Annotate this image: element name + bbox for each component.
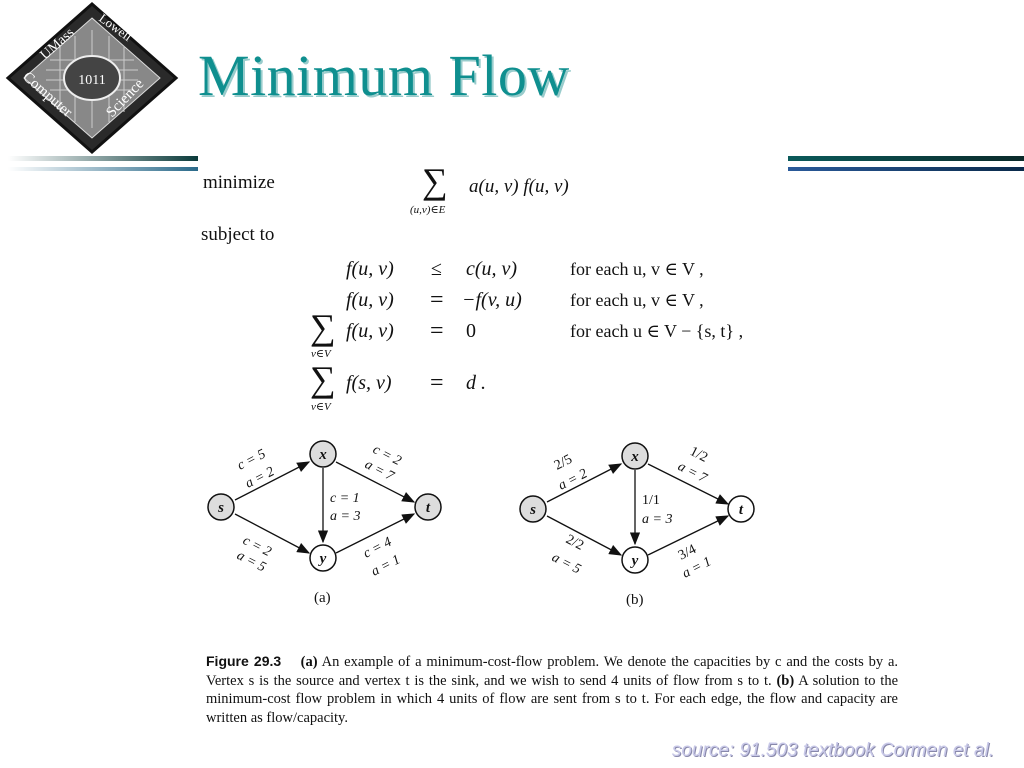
constraint-4-rhs: d . [466, 372, 486, 394]
caption-text-a: An example of a minimum-cost-flow proble… [206, 654, 899, 689]
constraint-1-rhs: c(u, v) [466, 258, 518, 280]
edge-b-x-t-c: 1/2 [687, 444, 710, 465]
node-a-y-label: y [318, 551, 327, 567]
constraint-2-rhs: −f(v, u) [462, 289, 522, 311]
node-a-x-label: x [318, 447, 327, 463]
edge-a-x-y-a: a = 3 [330, 509, 360, 524]
constraint-2-relation: = [430, 287, 444, 313]
graph-a: s x y t c = 5 a = 2 c = 2 a = 7 c = 1 a … [207, 440, 442, 606]
node-a-s-label: s [217, 500, 224, 516]
node-b-t [727, 495, 755, 523]
edge-b-s-x [546, 463, 623, 503]
source-note: source: 91.503 textbook Cormen et al. [671, 740, 994, 761]
caption-text-b: A solution to the minimum-cost flow prob… [206, 672, 899, 726]
figure-caption: Figure 29.3 (a) An example of a minimum-… [206, 652, 898, 727]
constraint-3-rhs: 0 [466, 320, 476, 342]
edge-b-x-y-c: 1/1 [642, 493, 660, 508]
edge-b-s-y-a: a = 5 [549, 550, 583, 577]
constraint-3-sum-subscript: v∈V [311, 348, 331, 360]
node-a-s [207, 493, 235, 521]
constraint-3-condition: for each u ∈ V − {s, t} , [570, 321, 744, 341]
node-b-t-label: t [739, 502, 744, 518]
constraint-4-relation: = [430, 370, 444, 396]
minimize-label: minimize [203, 172, 275, 193]
edge-b-s-x-c: 2/5 [552, 452, 575, 473]
edge-b-x-t [647, 463, 730, 505]
node-a-t-label: t [426, 500, 431, 516]
header-rule-right [788, 156, 1024, 171]
node-b-x [621, 442, 649, 470]
constraint-2-lhs: f(u, v) [346, 289, 394, 311]
graph-b-label: (b) [626, 592, 644, 608]
edge-a-x-t [335, 461, 416, 503]
constraint-3-relation: = [430, 318, 444, 344]
umass-lowell-logo: 1011 UMass Lowell Computer Science [5, 2, 179, 154]
node-b-x-label: x [630, 449, 639, 465]
constraint-4-lhs: f(s, v) [346, 372, 392, 394]
graph-a-label: (a) [314, 590, 331, 606]
objective-expression: a(u, v) f(u, v) [469, 176, 569, 197]
edge-a-s-x [234, 461, 311, 501]
constraint-1-condition: for each u, v ∈ V , [570, 259, 704, 279]
caption-b-label: (b) [776, 672, 795, 689]
objective-sum-subscript: (u,v)∈E [410, 204, 446, 216]
header-rule-left [8, 156, 198, 171]
edge-b-y-t [647, 515, 730, 556]
constraint-3-lhs: f(u, v) [346, 320, 394, 342]
edge-a-s-y [234, 513, 311, 554]
objective-sum-symbol: ∑ [422, 161, 448, 201]
graph-b: s x y t 2/5 a = 2 1/2 a = 7 1/1 a = 3 2/… [519, 442, 755, 608]
subject-to-label: subject to [201, 224, 275, 245]
constraint-3-sum-symbol: ∑ [310, 307, 336, 347]
node-a-y [309, 544, 337, 572]
edge-b-x-y-a: a = 3 [642, 512, 672, 527]
edge-b-y-t-c: 3/4 [676, 542, 699, 563]
edge-a-y-t [335, 513, 416, 554]
node-b-y-label: y [630, 553, 639, 569]
node-a-x [309, 440, 337, 468]
constraint-1-lhs: f(u, v) [346, 258, 394, 280]
edge-b-s-y-c: 2/2 [563, 532, 586, 553]
node-a-t [414, 493, 442, 521]
node-b-s-label: s [529, 502, 536, 518]
constraint-4-sum-symbol: ∑ [310, 359, 336, 399]
edge-a-x-y-c: c = 1 [330, 491, 360, 506]
node-b-s [519, 495, 547, 523]
edge-b-s-y [546, 515, 623, 556]
figure-label: Figure 29.3 [206, 653, 282, 669]
constraint-2-condition: for each u, v ∈ V , [570, 290, 704, 310]
constraint-1-relation: ≤ [431, 258, 442, 280]
edge-b-x-t-a: a = 7 [675, 459, 710, 487]
svg-text:1011: 1011 [78, 73, 105, 88]
slide-title: Minimum Flow [198, 43, 570, 108]
caption-a-label: (a) [300, 654, 318, 670]
constraint-4-sum-subscript: v∈V [311, 401, 331, 413]
node-b-y [621, 546, 649, 574]
